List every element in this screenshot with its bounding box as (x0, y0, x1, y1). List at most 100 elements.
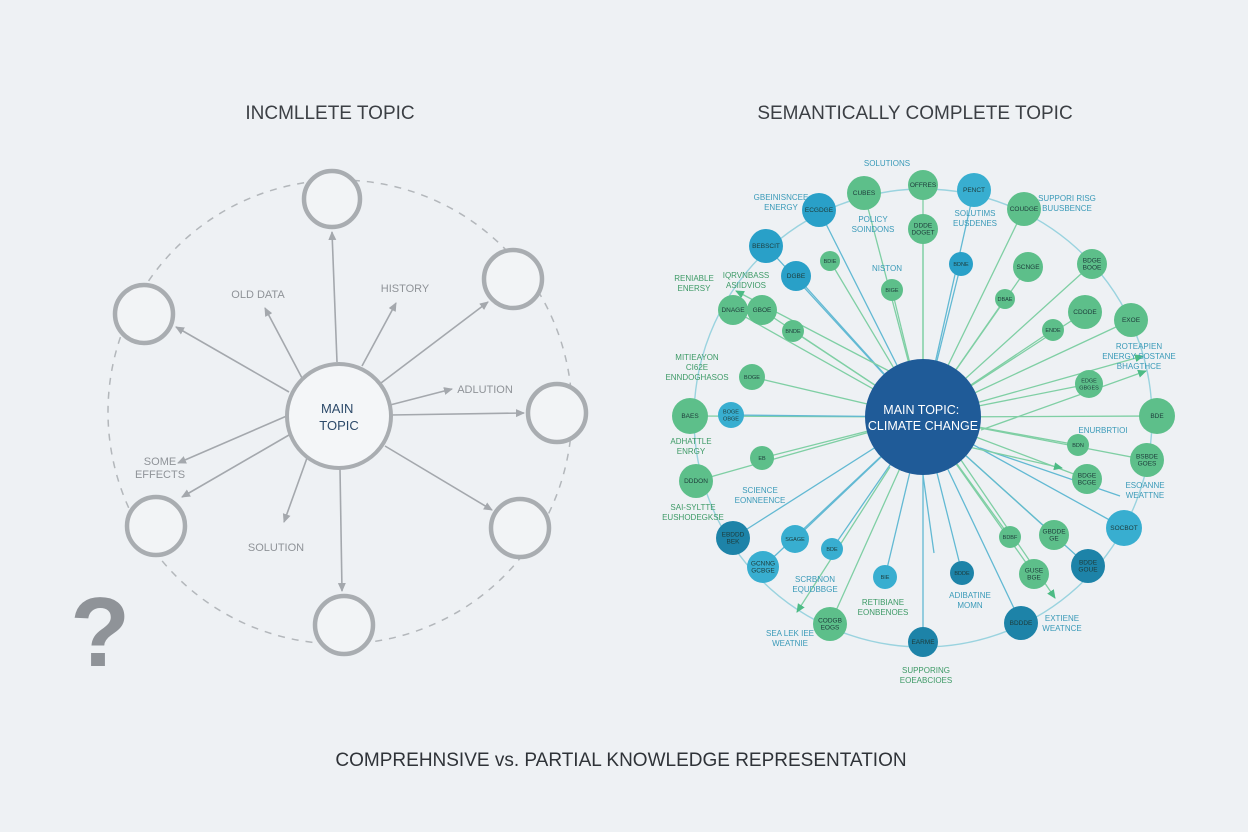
right-topic-node-label-line: PENCT (963, 187, 985, 194)
right-topic-label-line: BHAGTHCE (1117, 362, 1161, 371)
right-topic-node-label: OFFRES (910, 182, 937, 189)
right-topic-node (1039, 520, 1069, 550)
right-topic-node-label: DNAGE (721, 307, 745, 314)
right-topic-label-line: RETIBIANE (862, 598, 904, 607)
right-topic-node (908, 214, 938, 244)
right-topic-node-label-line: BCGE (1078, 480, 1097, 487)
right-topic-node-label-line: DDDON (684, 478, 708, 485)
right-topic-node (802, 193, 836, 227)
right-topic-node-label-line: DOGET (911, 230, 934, 237)
right-topic-node (908, 170, 938, 200)
right-topic-node-label: ECGDGE (805, 207, 834, 214)
right-topic-label-line: EONNEENCE (735, 496, 786, 505)
right-topic-node-label: BDBF (1003, 535, 1018, 541)
right-topic-node (1013, 252, 1043, 282)
right-topic-node (1004, 606, 1038, 640)
right-main-topic-line: CLIMATE CHANGE (868, 419, 978, 433)
right-topic-node (782, 320, 804, 342)
right-topic-node-label: EB (758, 456, 766, 462)
right-topic-node (747, 551, 779, 583)
right-topic-node (999, 526, 1021, 548)
right-topic-node-label-line: CDODE (1073, 309, 1097, 316)
right-topic-label-line: ADIBATINE (949, 591, 991, 600)
right-topic-node-label-line: ENDE (1045, 328, 1061, 334)
right-topic-label-line: EQUDBBGE (792, 585, 837, 594)
right-topic-label-line: SOLUTIONS (864, 159, 910, 168)
right-topic-label-line: EOEABCIOES (900, 676, 952, 685)
right-topic-label-line: ADHATTLE (670, 437, 711, 446)
right-topic-node (1067, 434, 1089, 456)
right-topic-node (820, 251, 840, 271)
right-topic-label-line: ENERGY SOSTANE (1102, 352, 1176, 361)
right-topic-label-line: ROTEAPIEN (1116, 342, 1162, 351)
left-outer-node (488, 496, 552, 560)
right-topic-node-label-line: GBDDE (1042, 529, 1066, 536)
right-topic-node (1019, 559, 1049, 589)
right-topic-node-label-line: BOGE (723, 410, 739, 416)
right-topic-label-line: RENIABLE (674, 274, 714, 283)
right-topic-node (1068, 295, 1102, 329)
left-label-some: SOME (144, 456, 176, 468)
left-edge (389, 387, 453, 406)
right-topic-label-line: SUPPORI RISG (1038, 194, 1096, 203)
right-topic-label-line: ENERGY (764, 203, 798, 212)
left-edge (361, 302, 397, 367)
left-main-topic-line: MAIN (321, 401, 354, 416)
right-topic-node (881, 279, 903, 301)
right-topic-node-label: CUBES (853, 190, 876, 197)
right-topic-node (781, 525, 809, 553)
right-topic-node (995, 289, 1015, 309)
right-topic-node-label-line: BDE (826, 547, 838, 553)
right-topic-node-label-line: BDDE (954, 571, 970, 577)
left-outer-node (112, 282, 176, 346)
right-topic-node (672, 398, 708, 434)
right-main-topic-line: MAIN TOPIC: (883, 403, 959, 417)
right-topic-label-line: GBEINISNCEE (754, 193, 809, 202)
right-topic-label: SOLUTIONS (864, 159, 910, 168)
right-topic-label-line: SCRBNON (795, 575, 835, 584)
right-topic-node (750, 446, 774, 470)
right-topic-node-label: DBAE (998, 297, 1013, 303)
left-edge (328, 231, 338, 363)
right-topic-node-label-line: SCNGE (1016, 264, 1040, 271)
right-topic-label-line: WEATNIE (772, 639, 808, 648)
right-topic-node-label: BDN (1072, 443, 1084, 449)
right-topic-node-label-line: BEBSCIT (752, 243, 780, 250)
right-topic-node-label-line: DDDE (914, 223, 933, 230)
right-topic-label: NISTON (872, 264, 902, 273)
right-topic-node-label-line: BDN (1072, 443, 1084, 449)
left-label-adlution: ADLUTION (457, 384, 513, 396)
left-edge (380, 301, 489, 384)
right-topic-node-label-line: GCBGE (751, 568, 775, 575)
right-topic-node-label: DGBE (787, 273, 806, 280)
right-topic-node-label-line: OFFRES (910, 182, 937, 189)
right-topic-node-label: BAES (681, 413, 699, 420)
right-topic-node (1042, 319, 1064, 341)
right-arrow-edge (959, 444, 1063, 471)
right-topic-node (747, 295, 777, 325)
right-topic-node-label-line: BEK (726, 539, 740, 546)
right-topic-node-label-line: DNAGE (721, 307, 745, 314)
right-topic-node (949, 252, 973, 276)
right-topic-node-label-line: BDBF (1003, 535, 1018, 541)
right-topic-node-label-line: BDNE (953, 262, 969, 268)
right-topic-node-label: EARME (911, 639, 935, 646)
right-topic-label-line: WEATNCE (1042, 624, 1081, 633)
right-topic-node-label-line: CODGB (818, 618, 842, 625)
right-topic-node-label-line: BOGE (744, 375, 760, 381)
